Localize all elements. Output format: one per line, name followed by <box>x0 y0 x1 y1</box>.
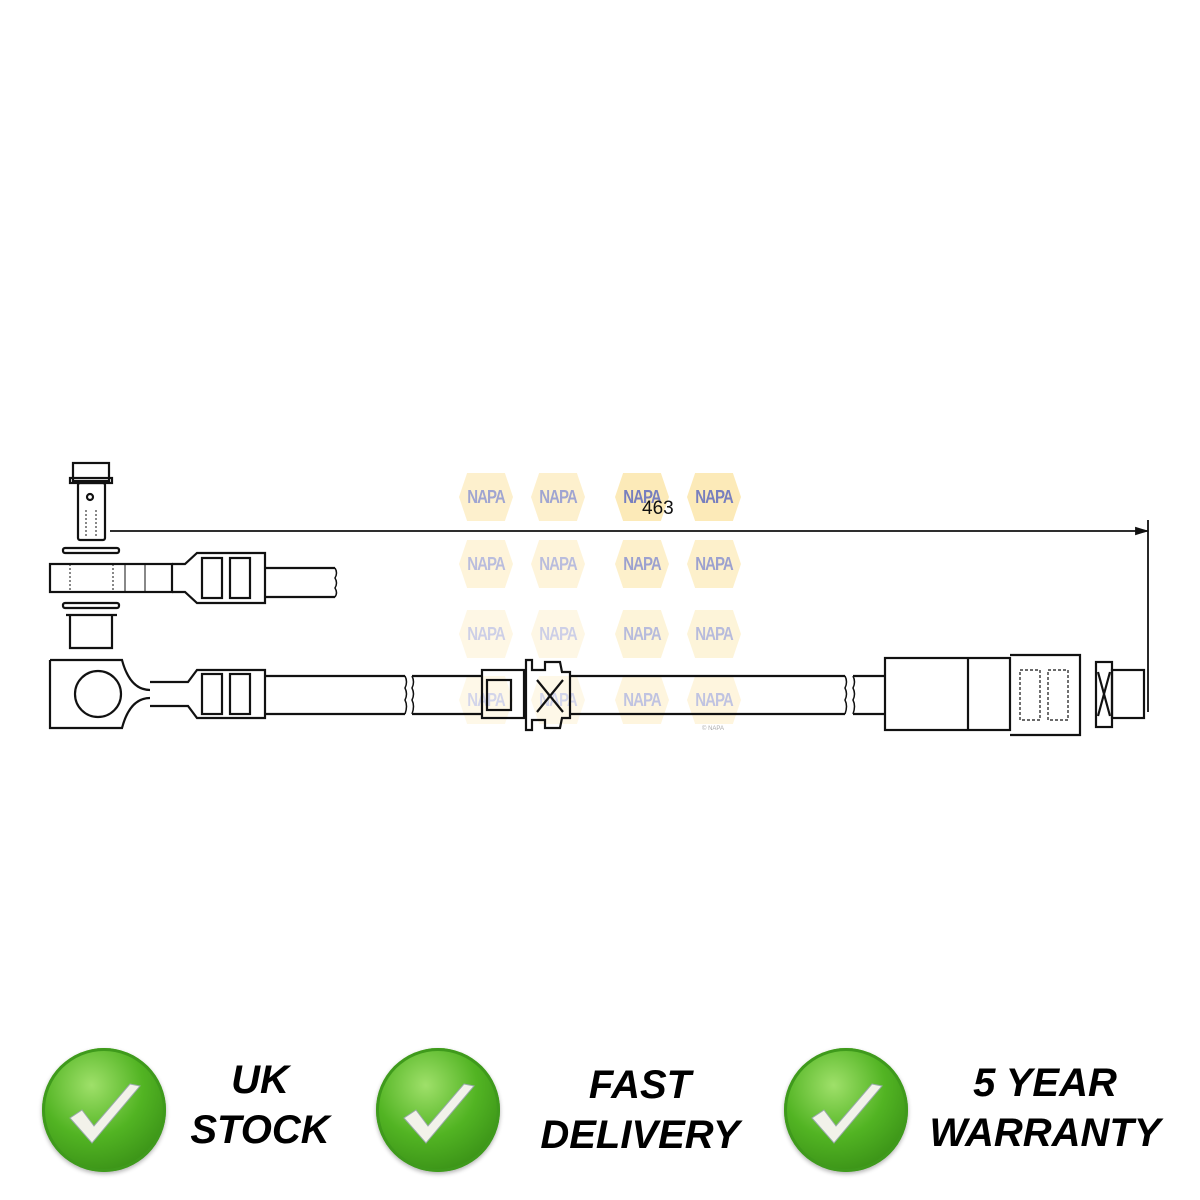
uk-stock-badge <box>42 1048 166 1172</box>
napa-watermark: NAPA <box>459 473 513 521</box>
banjo-cap <box>66 613 117 650</box>
napa-watermark: NAPA <box>615 676 669 724</box>
washer-top <box>61 546 121 555</box>
badge-line1: FAST <box>588 1063 692 1107</box>
badge-line1: 5 YEAR <box>973 1061 1117 1105</box>
banjo-bolt <box>68 461 114 542</box>
fast-delivery-text: FAST DELIVERY <box>525 1060 755 1160</box>
napa-watermark: NAPA <box>459 610 513 658</box>
napa-watermark: NAPA <box>531 610 585 658</box>
check-icon <box>69 1083 141 1144</box>
napa-watermark: NAPA <box>687 676 741 724</box>
copyright-text: © NAPA <box>702 726 724 732</box>
fast-delivery-badge <box>376 1048 500 1172</box>
dimension-label: 463 <box>642 498 674 519</box>
napa-watermark: NAPA <box>531 473 585 521</box>
uk-stock-text: UK STOCK <box>180 1055 340 1155</box>
napa-watermark: NAPA <box>687 540 741 588</box>
warranty-badge <box>784 1048 908 1172</box>
badge-line2: DELIVERY <box>540 1113 740 1157</box>
warranty-text: 5 YEAR WARRANTY <box>915 1058 1175 1158</box>
lower-hose-assembly <box>48 653 1146 737</box>
napa-watermark: NAPA <box>615 540 669 588</box>
upper-banjo-fitting <box>48 551 338 605</box>
napa-watermark: NAPA <box>687 473 741 521</box>
check-icon <box>811 1083 883 1144</box>
badge-line1: UK <box>231 1058 289 1102</box>
badge-line2: STOCK <box>190 1108 330 1152</box>
washer-bottom <box>61 601 121 610</box>
dimension-line <box>110 520 1150 712</box>
napa-watermark: NAPA <box>615 610 669 658</box>
napa-watermark: NAPA <box>615 473 669 521</box>
napa-watermark: NAPA <box>687 610 741 658</box>
napa-watermark: NAPA <box>531 540 585 588</box>
check-icon <box>403 1083 475 1144</box>
napa-watermark: NAPA <box>459 540 513 588</box>
badge-line2: WARRANTY <box>929 1111 1161 1155</box>
